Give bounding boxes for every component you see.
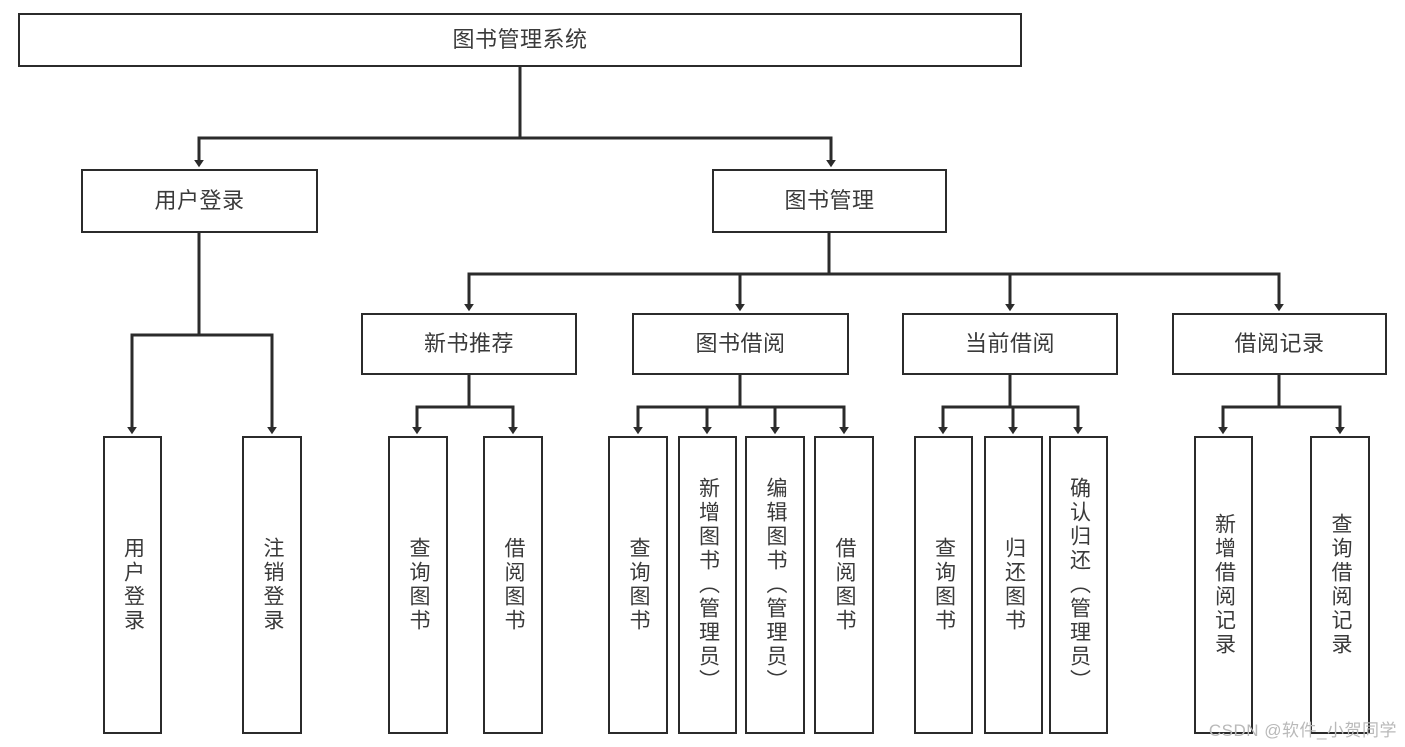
node-leaf[interactable]: 查询借阅记录 (1310, 436, 1370, 734)
node-leaf-label: 新增图书（管理员） (696, 477, 720, 693)
node-leaf[interactable]: 借阅图书 (814, 436, 874, 734)
node-current-borrow-label: 当前借阅 (964, 331, 1055, 357)
node-leaf-label: 编辑图书（管理员） (764, 477, 788, 693)
node-leaf-label: 确认归还（管理员） (1067, 477, 1091, 693)
node-leaf[interactable]: 编辑图书（管理员） (745, 436, 805, 734)
node-leaf[interactable]: 查询图书 (914, 436, 973, 734)
node-user-login[interactable]: 用户登录 (81, 169, 318, 233)
node-leaf-label: 查询借阅记录 (1329, 513, 1353, 657)
node-borrow-record-label: 借阅记录 (1234, 331, 1325, 357)
node-book-borrow[interactable]: 图书借阅 (632, 313, 849, 375)
node-leaf-label: 用户登录 (121, 537, 145, 633)
node-book-borrow-label: 图书借阅 (695, 331, 786, 357)
node-leaf[interactable]: 新增借阅记录 (1194, 436, 1253, 734)
node-user-login-label: 用户登录 (154, 188, 245, 214)
node-leaf[interactable]: 查询图书 (608, 436, 668, 734)
node-leaf-label: 归还图书 (1002, 537, 1026, 633)
node-root-system[interactable]: 图书管理系统 (18, 13, 1022, 67)
node-leaf[interactable]: 确认归还（管理员） (1049, 436, 1108, 734)
node-leaf-label: 注销登录 (261, 537, 285, 633)
node-leaf[interactable]: 用户登录 (103, 436, 162, 734)
node-leaf-label: 查询图书 (407, 537, 431, 633)
node-leaf[interactable]: 借阅图书 (483, 436, 543, 734)
node-leaf-label: 查询图书 (932, 537, 956, 633)
node-book-management-label: 图书管理 (784, 188, 875, 214)
node-leaf-label: 新增借阅记录 (1212, 513, 1236, 657)
node-leaf[interactable]: 查询图书 (388, 436, 448, 734)
node-root-label: 图书管理系统 (452, 27, 588, 53)
node-leaf[interactable]: 新增图书（管理员） (678, 436, 737, 734)
node-book-management[interactable]: 图书管理 (712, 169, 947, 233)
node-leaf-label: 借阅图书 (502, 537, 526, 633)
node-leaf-label: 借阅图书 (833, 537, 857, 633)
node-current-borrow[interactable]: 当前借阅 (902, 313, 1118, 375)
node-leaf-label: 查询图书 (627, 537, 651, 633)
node-leaf[interactable]: 注销登录 (242, 436, 302, 734)
node-leaf[interactable]: 归还图书 (984, 436, 1043, 734)
node-new-book-recommend[interactable]: 新书推荐 (361, 313, 577, 375)
node-new-book-recommend-label: 新书推荐 (423, 331, 514, 357)
node-borrow-record[interactable]: 借阅记录 (1172, 313, 1387, 375)
